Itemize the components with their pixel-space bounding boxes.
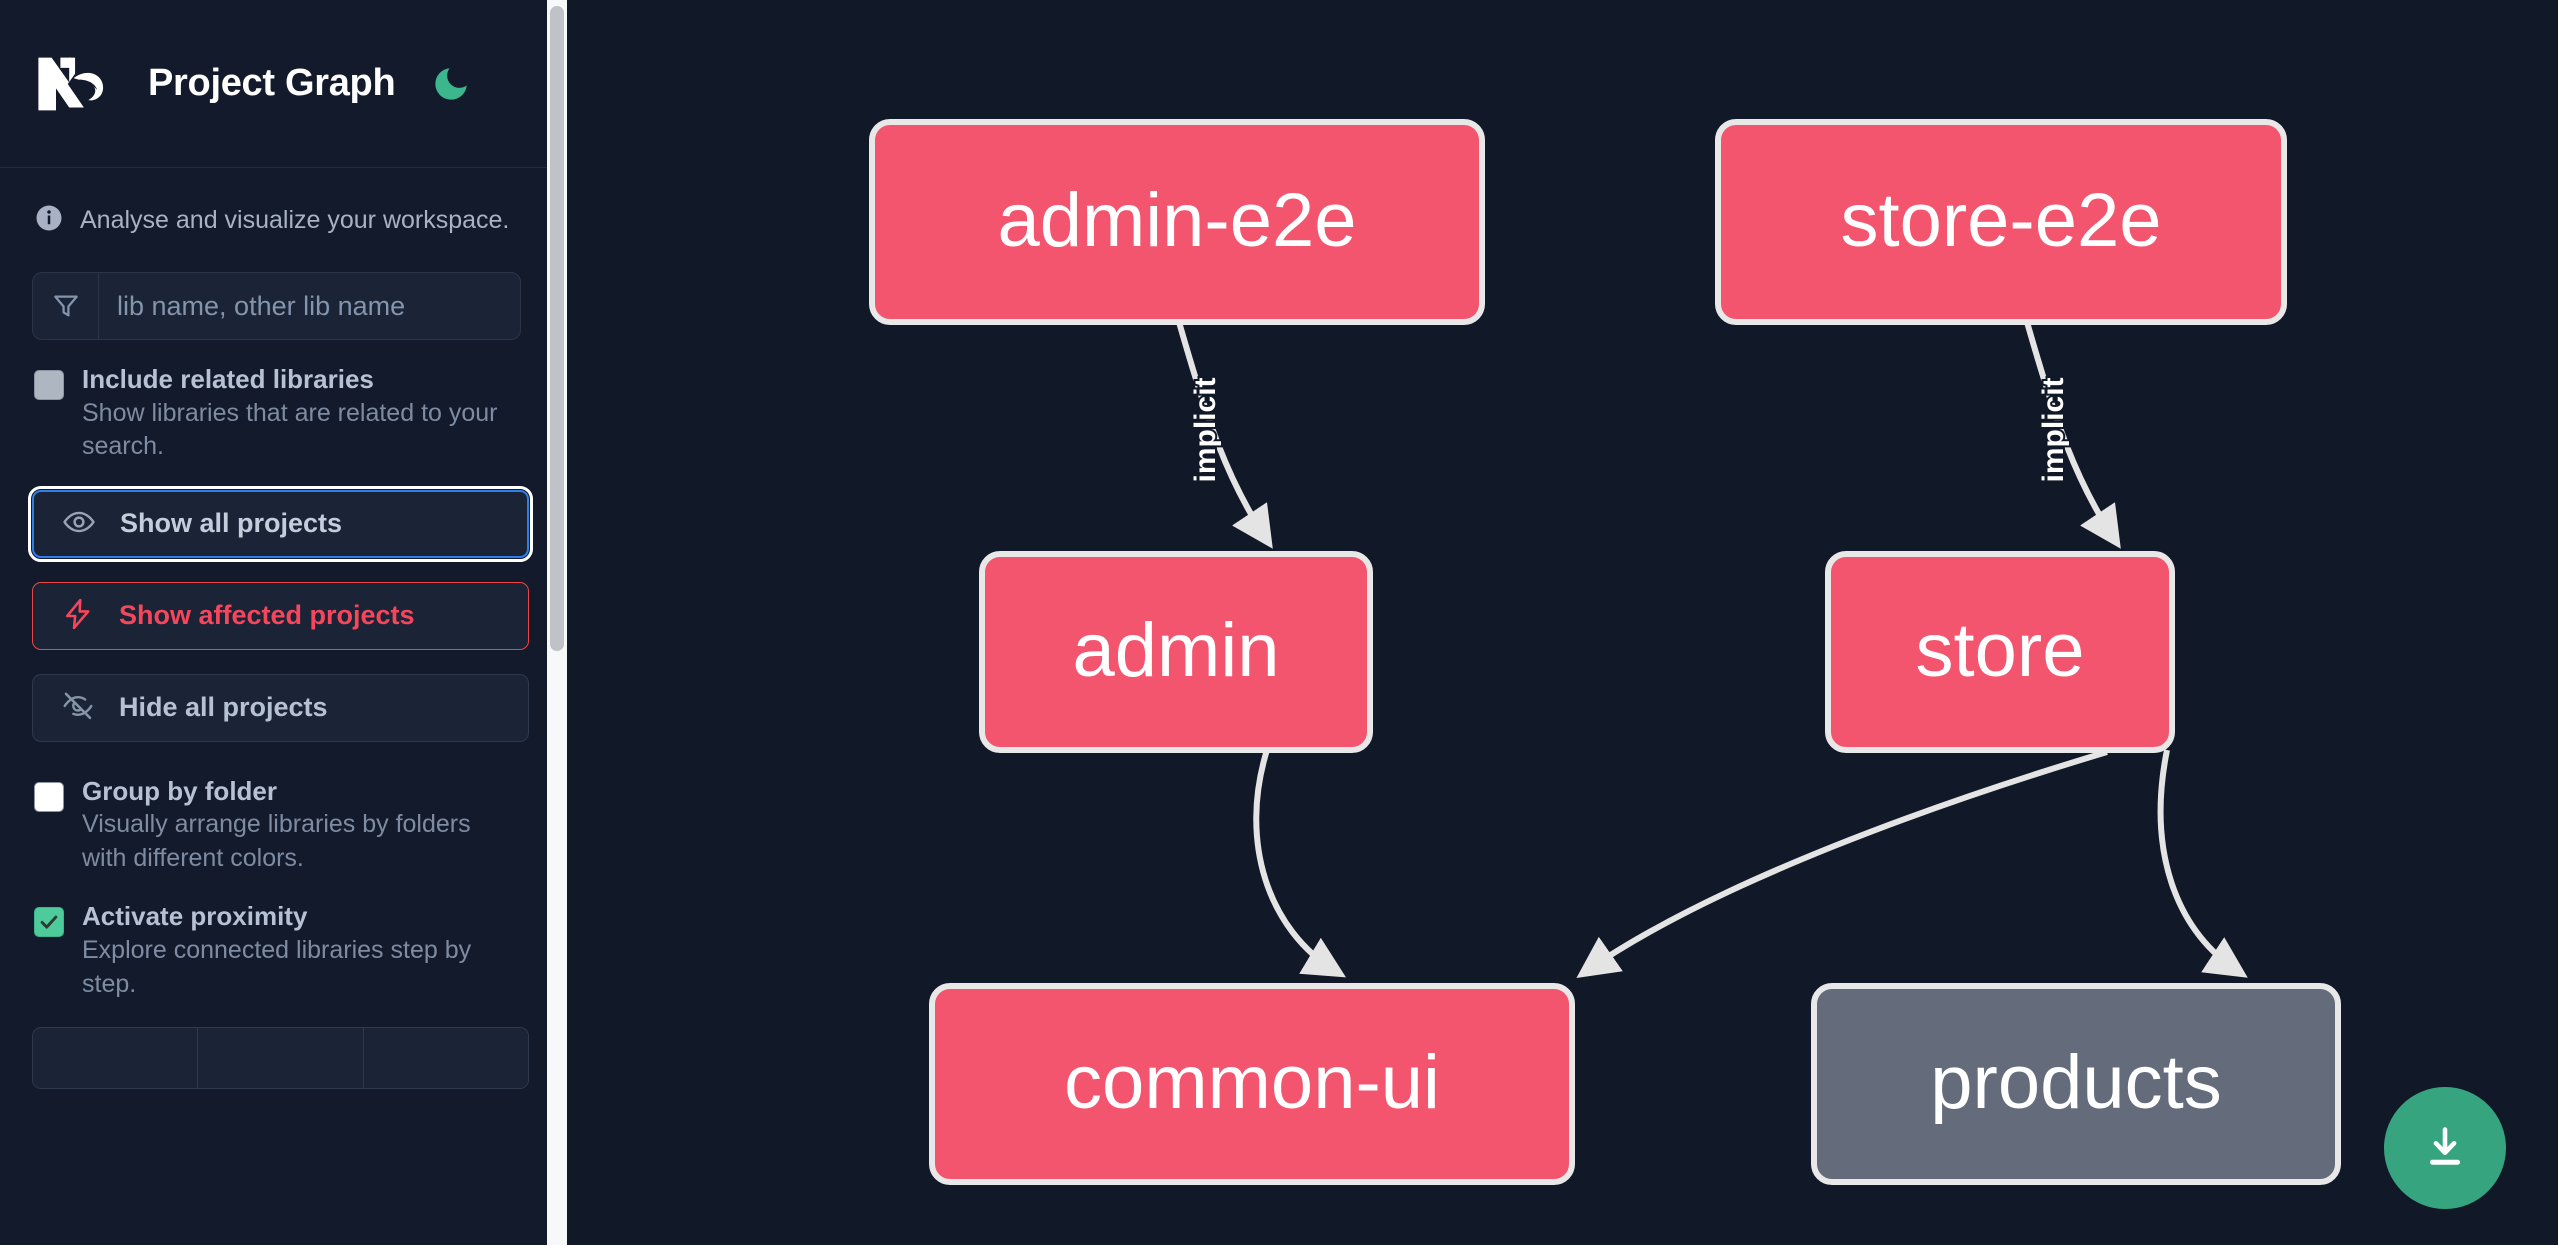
proximity-step-option-3[interactable] [363,1028,528,1089]
hide-all-projects-label: Hide all projects [119,692,328,723]
search-input[interactable] [99,273,520,339]
edge-store-to-products [2157,749,2248,978]
include-related-libraries-description: Show libraries that are related to your … [82,398,498,461]
include-related-libraries-label: Include related libraries [82,364,374,394]
eye-icon [62,505,96,542]
include-related-libraries-checkbox[interactable] [34,370,64,400]
eye-off-icon [61,689,95,726]
option-group-by-folder[interactable]: Group by folder Visually arrange librari… [32,776,521,876]
node-store-label: store [1916,608,2085,693]
edge-admin-e2e-to-admin [1176,321,1273,549]
info-icon [34,203,64,238]
proximity-step-group[interactable] [32,1027,529,1090]
lightning-icon [61,597,95,634]
edge-store-to-common-ui [1576,749,2108,979]
show-all-projects-button[interactable]: Show all projects [28,485,533,562]
edge-admin-to-common-ui [1253,749,1346,978]
moon-icon[interactable] [425,58,477,110]
sidebar-body: Analyse and visualize your workspace. In… [0,168,553,1090]
activate-proximity-description: Explore connected libraries step by step… [82,936,472,998]
nx-logo-icon [34,53,122,115]
download-icon[interactable] [2384,1087,2506,1209]
show-affected-projects-button[interactable]: Show affected projects [32,581,529,650]
proximity-step-option-1[interactable] [33,1028,199,1089]
node-products[interactable]: products [1811,983,2341,1185]
sidebar-header: Project Graph [0,0,553,168]
sidebar-scrollbar[interactable] [547,0,567,1245]
project-visibility-buttons: Show all projects Show affected projects [28,485,533,742]
graph-canvas[interactable]: implicit implicit admin-e2e store-e2e ad… [567,0,2558,1245]
graph-edges: implicit implicit [1176,321,2248,979]
search-field[interactable] [32,272,521,340]
node-common-ui[interactable]: common-ui [929,983,1575,1185]
hide-all-projects-button[interactable]: Hide all projects [32,673,529,742]
activate-proximity-label: Activate proximity [82,901,308,932]
sidebar-scroll-area: Project Graph Analy [0,0,553,1245]
edge-label-implicit-store: implicit [2037,377,2070,482]
node-store[interactable]: store [1825,551,2175,753]
sidebar-scrollbar-thumb[interactable] [550,6,564,651]
option-activate-proximity[interactable]: Activate proximity Explore connected lib… [32,901,521,1001]
graph-nodes: admin-e2e store-e2e admin store common-u… [869,119,2341,1185]
group-by-folder-description: Visually arrange libraries by folders wi… [82,810,471,872]
group-by-folder-label: Group by folder [82,775,277,806]
proximity-step-option-2[interactable] [198,1028,364,1089]
edge-label-implicit-admin: implicit [1189,377,1222,482]
node-common-ui-label: common-ui [1064,1040,1440,1125]
activate-proximity-checkbox[interactable] [34,907,64,938]
tagline: Analyse and visualize your workspace. [32,168,521,272]
node-products-label: products [1930,1040,2222,1125]
project-graph-svg: implicit implicit admin-e2e store-e2e ad… [869,119,2341,1185]
edge-store-e2e-to-store [2024,321,2121,549]
node-admin[interactable]: admin [979,551,1373,753]
show-affected-projects-label: Show affected projects [119,600,415,631]
option-include-related-libraries[interactable]: Include related libraries Show libraries… [32,364,521,464]
show-all-projects-label: Show all projects [120,508,343,539]
node-admin-label: admin [1073,608,1280,693]
sidebar: Project Graph Analy [0,0,567,1245]
tagline-text: Analyse and visualize your workspace. [80,205,510,234]
node-store-e2e-label: store-e2e [1840,178,2161,263]
filter-icon [33,273,99,339]
group-by-folder-checkbox[interactable] [34,781,64,812]
node-store-e2e[interactable]: store-e2e [1715,119,2287,325]
node-admin-e2e[interactable]: admin-e2e [869,119,1485,325]
page-title: Project Graph [148,62,396,104]
node-admin-e2e-label: admin-e2e [997,178,1356,263]
